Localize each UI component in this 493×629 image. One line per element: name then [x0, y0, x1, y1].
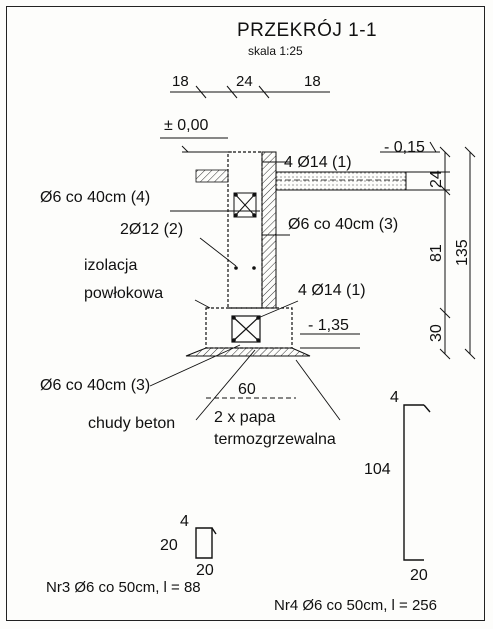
ground-level-line	[160, 137, 232, 153]
label-rebar-top: 4 Ø14 (1)	[284, 154, 352, 171]
level-minus-135: - 1,35	[308, 317, 349, 334]
bar-nr3-shape	[195, 527, 217, 559]
footing	[205, 307, 293, 349]
floor-slab	[275, 171, 407, 191]
right-dim-total: 135	[454, 239, 471, 266]
bar-nr4-caption: Nr4 Ø6 co 50cm, l = 256	[274, 597, 437, 614]
level-marks	[300, 141, 440, 349]
top-dim-middle: 24	[236, 73, 253, 90]
top-dim-left: 18	[172, 73, 189, 90]
bar-nr3-caption: Nr3 Ø6 co 50cm, l = 88	[46, 579, 201, 596]
label-insulation-1: izolacja	[84, 257, 138, 274]
label-insulation-2: powłokowa	[84, 285, 164, 302]
level-minus-015: - 0,15	[384, 139, 425, 156]
insulation-hatch	[261, 151, 277, 309]
right-dim-30: 30	[428, 324, 445, 342]
bar-nr4-height: 104	[364, 461, 391, 478]
bar-nr4-bottom: 20	[410, 567, 428, 584]
label-stirrup-3-upper: Ø6 co 40cm (3)	[288, 216, 399, 233]
rebar-dots	[234, 193, 256, 270]
bar-nr3-top: 4	[180, 513, 189, 530]
wall-outline	[227, 151, 263, 309]
bar-nr3-height: 20	[160, 537, 178, 554]
top-dim-right: 18	[304, 73, 321, 90]
label-membrane-1: 2 x papa	[214, 409, 276, 426]
label-stirrup-4: Ø6 co 40cm (4)	[40, 189, 151, 206]
level-zero: ± 0,00	[164, 117, 209, 134]
label-rebar-bottom: 4 Ø14 (1)	[298, 282, 366, 299]
bar-nr4-shape	[403, 404, 431, 561]
label-lean-concrete: chudy beton	[88, 415, 176, 432]
label-membrane-2: termozgrzewalna	[214, 431, 336, 448]
bar-nr3-bottom: 20	[196, 562, 214, 579]
label-rebar-2: 2Ø12 (2)	[120, 221, 184, 238]
left-insulation-block	[195, 169, 229, 183]
leader-lines	[149, 161, 341, 421]
top-dimension-line	[170, 85, 330, 99]
label-stirrup-3-lower: Ø6 co 40cm (3)	[40, 377, 151, 394]
right-dim-81: 81	[428, 244, 445, 262]
drawing-title: PRZEKRÓJ 1-1	[237, 20, 378, 41]
bar-nr4-top: 4	[390, 389, 399, 406]
footing-width-label: 60	[238, 381, 256, 398]
right-dimension-lines	[406, 146, 476, 360]
lean-concrete-layer	[185, 347, 311, 357]
wall-rebar-cross	[233, 192, 257, 218]
drawing-scale: skala 1:25	[248, 44, 303, 58]
footing-rebar-dots	[232, 316, 260, 342]
drawing-frame	[6, 6, 485, 621]
right-dim-24: 24	[428, 170, 445, 188]
